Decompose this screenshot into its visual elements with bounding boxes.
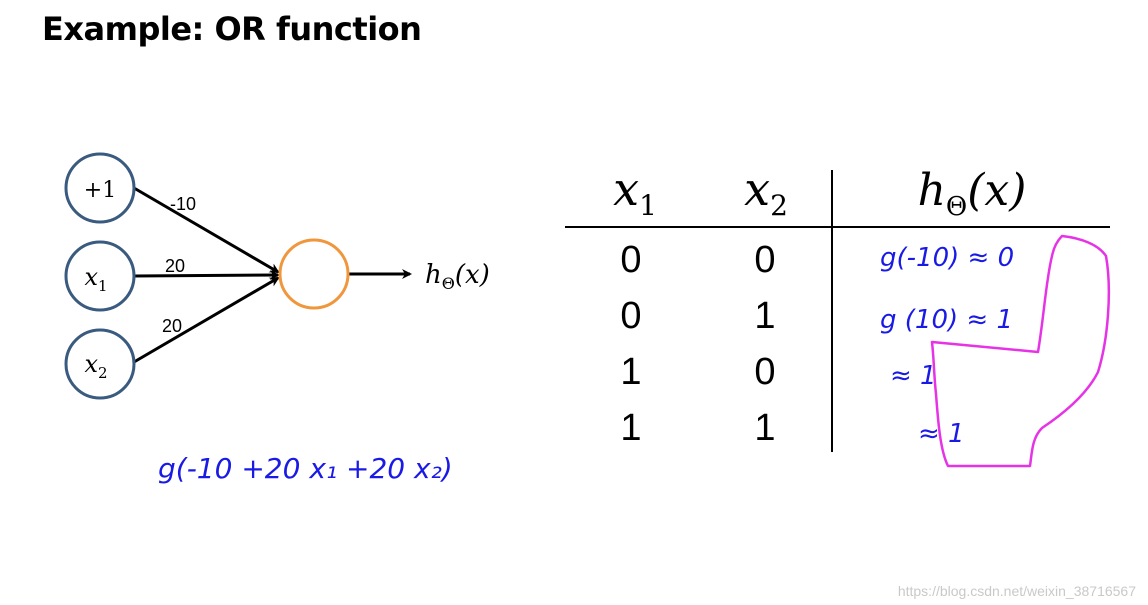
input-node-x1-label: x1 (84, 263, 107, 295)
header-x2: x2 (744, 162, 788, 222)
output-label: hΘ(x) (425, 260, 490, 293)
cell-x2: 0 (754, 351, 775, 393)
cell-note: g (10) ≈ 1 (880, 305, 1013, 335)
cell-x2: 1 (754, 295, 775, 337)
cell-x1: 0 (620, 239, 641, 281)
neural-network: +1 x1 x2 -10 20 20 hΘ(x) g(-10 +20 x₁ +2… (64, 152, 490, 485)
cell-x1: 1 (620, 407, 641, 449)
edge-x2-to-output (133, 276, 280, 364)
output-node (278, 238, 350, 310)
table-row: 0 1 g (10) ≈ 1 (620, 295, 1013, 337)
highlight-outline (930, 234, 1111, 468)
table-row: 0 0 g(-10) ≈ 0 (620, 239, 1014, 281)
weight-x2: 20 (162, 316, 182, 336)
watermark: https://blog.csdn.net/weixin_38716567 (897, 583, 1136, 599)
input-node-x1 (64, 240, 136, 312)
bias-node (64, 152, 136, 224)
cell-x1: 0 (620, 295, 641, 337)
slide-title: Example: OR function (42, 10, 422, 48)
cell-note: ≈ 1 (890, 361, 937, 391)
input-node-x2 (64, 328, 136, 400)
header-x1: x1 (613, 162, 657, 222)
bias-node-label: +1 (84, 178, 116, 203)
edge-bias-to-output (133, 186, 280, 274)
header-output: hΘ(x) (918, 165, 1027, 222)
table-row: 1 1 ≈ 1 (620, 407, 964, 449)
truth-table: x1 x2 hΘ(x) 0 0 g(-10) ≈ 0 0 1 g (10) ≈ … (565, 162, 1111, 468)
cell-x2: 1 (754, 407, 775, 449)
input-node-x2-label: x2 (84, 350, 107, 382)
handwritten-formula: g(-10 +20 x₁ +20 x₂) (158, 452, 453, 485)
cell-x2: 0 (754, 239, 775, 281)
cell-note: g(-10) ≈ 0 (880, 243, 1014, 273)
table-row: 1 0 ≈ 1 (620, 351, 936, 393)
edge-x1-to-output (133, 270, 280, 281)
weight-x1: 20 (165, 256, 185, 276)
weight-bias: -10 (170, 194, 196, 214)
cell-x1: 1 (620, 351, 641, 393)
